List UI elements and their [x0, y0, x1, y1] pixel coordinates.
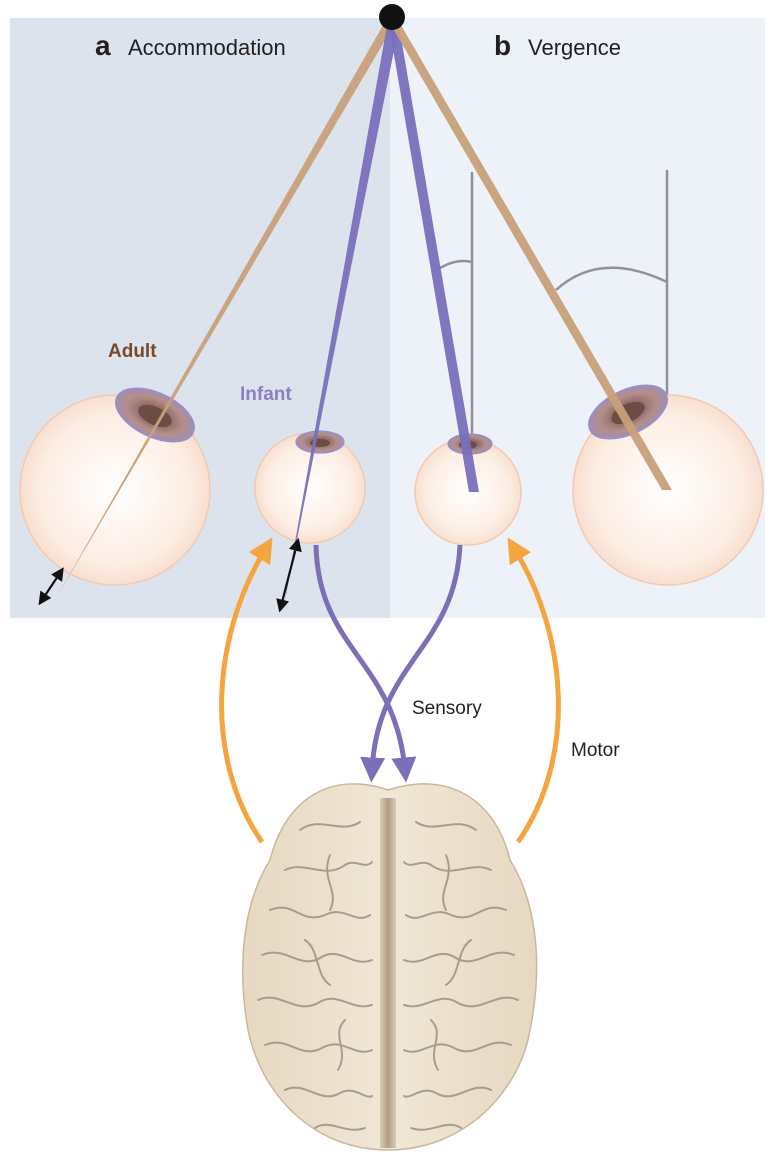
brain-icon	[243, 784, 537, 1150]
panel-a-letter: a	[95, 30, 111, 61]
adult-label: Adult	[108, 341, 157, 362]
infant-eye	[255, 431, 365, 543]
motor-label: Motor	[571, 740, 620, 761]
infant-label: Infant	[240, 384, 292, 405]
sensory-label: Sensory	[412, 698, 482, 719]
panel-b-title: Vergence	[528, 35, 621, 60]
fixation-target-icon	[379, 4, 405, 30]
panel-b-letter: b	[494, 30, 511, 61]
panel-a-title: Accommodation	[128, 35, 286, 60]
